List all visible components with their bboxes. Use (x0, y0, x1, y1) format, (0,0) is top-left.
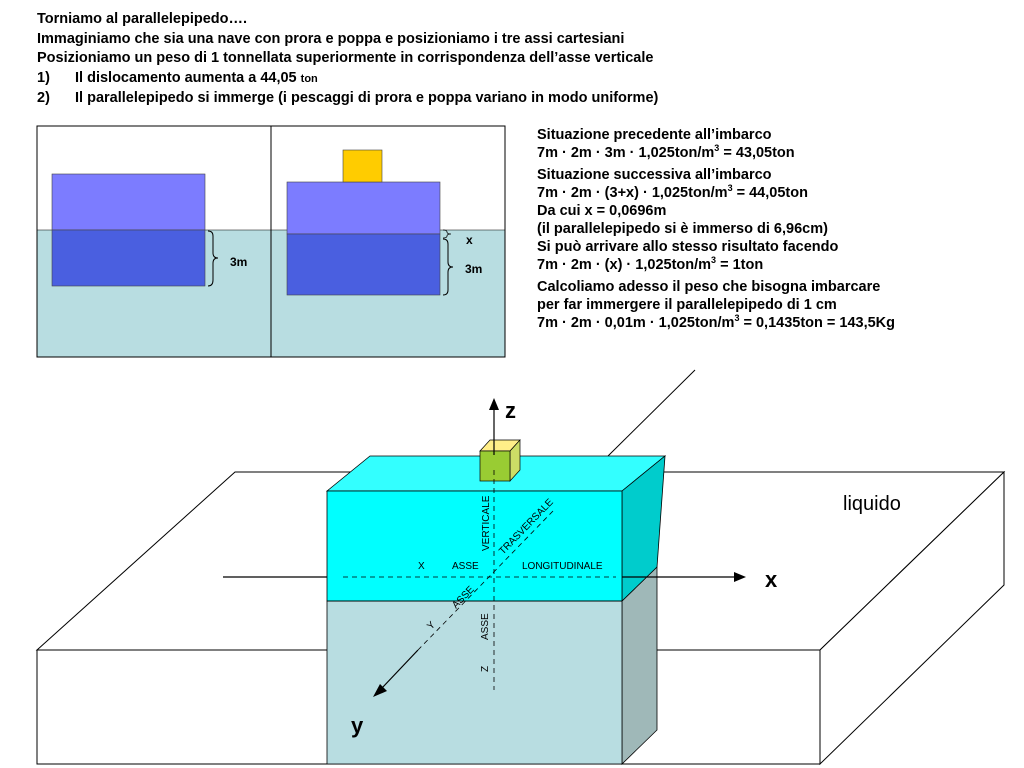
caption-x: X (418, 561, 425, 572)
y-axis-arrowhead (373, 684, 387, 697)
item-2-text: Il parallelepipedo si immerge (i pescagg… (75, 90, 659, 106)
eq-exponent: 3 (734, 313, 740, 324)
left-hull-below (51, 229, 206, 287)
calc-1cm-equation: 7m · 2m · 0,01m · 1,025ton/m3 = 0,1435to… (537, 314, 895, 332)
eq-part: = 44,05ton (732, 185, 808, 201)
calculation-text: Situazione precedente all’imbarco 7m · 2… (537, 126, 895, 336)
right-x-brace (442, 229, 452, 239)
item-1-number: 1) (37, 69, 50, 86)
diagram-3d: z x y liquido X ASSE LONGITUDINALE VERTI… (35, 398, 1006, 766)
item-1-text: Il dislocamento aumenta a 44,05 (75, 69, 297, 86)
left-draft-label: 3m (230, 255, 247, 269)
x-axis-label: x (765, 567, 778, 592)
calc-after-alt: Si può arrivare allo stesso risultato fa… (537, 239, 839, 255)
left-hull-above (51, 173, 206, 231)
eq-part: 7m · 2m · 0,01m · 1,025ton/m (537, 315, 735, 331)
block-submerged-front (326, 600, 623, 765)
left-draft-brace (207, 230, 219, 287)
right-draft-brace (442, 238, 454, 296)
caption-asse-z: ASSE (480, 613, 491, 640)
eq-exponent: 3 (714, 143, 720, 154)
eq-part: 7m · 2m · (3+x) · 1,025ton/m (537, 185, 728, 201)
block-front-face (326, 490, 623, 602)
y-axis-line (381, 649, 419, 689)
z-axis-label: z (505, 398, 516, 423)
calc-after-alt-equation: 7m · 2m · (x) · 1,025ton/m3 = 1ton (537, 256, 895, 274)
liquid-label: liquido (843, 493, 901, 515)
eq-part: = 0,1435ton = 143,5Kg (739, 315, 896, 331)
calc-after-result: Da cui x = 0,0696m (537, 203, 667, 219)
callout-line (607, 369, 696, 457)
right-hull-above (286, 181, 441, 235)
calc-after-title: Situazione successiva all’imbarco (537, 167, 772, 183)
intro-line-2: Immaginiamo che sia una nave con prora e… (37, 30, 625, 47)
caption-longitudinale: LONGITUDINALE (522, 561, 603, 572)
item-1-unit: ton (300, 72, 318, 85)
eq-exponent: 3 (727, 183, 733, 194)
caption-z: Z (480, 666, 491, 672)
calc-block-after: Situazione successiva all’imbarco 7m · 2… (537, 166, 895, 274)
intro-text: Torniamo al parallelepipedo…. Immaginiam… (37, 10, 658, 109)
calc-1cm-line-1: Calcoliamo adesso il peso che bisogna im… (537, 279, 881, 295)
right-draft-label: 3m (465, 262, 482, 276)
calc-before-title: Situazione precedente all’imbarco (537, 127, 772, 143)
weight-block (342, 149, 383, 183)
eq-part: = 43,05ton (719, 145, 795, 161)
x-axis-arrowhead (734, 572, 746, 582)
calc-block-before: Situazione precedente all’imbarco 7m · 2… (537, 126, 895, 162)
item-2-number: 2) (37, 90, 50, 106)
calc-after-equation: 7m · 2m · (3+x) · 1,025ton/m3 = 44,05ton (537, 184, 895, 202)
y-axis-label: y (351, 713, 364, 738)
calc-after-note: (il parallelepipedo si è immerso di 6,96… (537, 221, 828, 237)
caption-verticale: VERTICALE (481, 495, 492, 551)
block-submerged-side (621, 566, 658, 765)
intro-line-3: Posizioniamo un peso di 1 tonnellata sup… (37, 50, 654, 66)
calc-block-1cm: Calcoliamo adesso il peso che bisogna im… (537, 278, 895, 332)
caption-asse-x: ASSE (452, 561, 479, 572)
eq-exponent: 3 (711, 255, 717, 266)
right-x-label: x (466, 233, 473, 247)
intro-line-1: Torniamo al parallelepipedo…. (37, 11, 248, 27)
intro-item-2: 2) Il parallelepipedo si immerge (i pesca… (37, 89, 658, 109)
small-diagram: 3m x 3m (36, 125, 506, 358)
calc-1cm-line-2: per far immergere il parallelepipedo di … (537, 297, 837, 313)
eq-part: = 1ton (716, 257, 764, 273)
intro-item-1: 1) Il dislocamento aumenta a 44,05 ton (37, 69, 658, 90)
right-hull-below (286, 233, 441, 296)
calc-before-equation: 7m · 2m · 3m · 1,025ton/m3 = 43,05ton (537, 144, 895, 162)
z-axis-arrowhead (489, 398, 499, 410)
eq-part: 7m · 2m · (x) · 1,025ton/m (537, 257, 712, 273)
eq-part: 7m · 2m · 3m · 1,025ton/m (537, 145, 715, 161)
cube-front-face (479, 450, 511, 482)
